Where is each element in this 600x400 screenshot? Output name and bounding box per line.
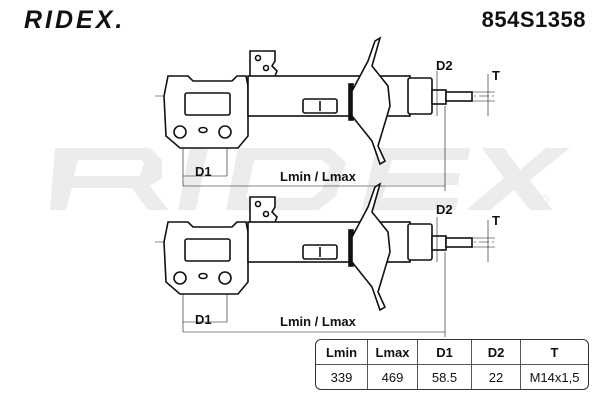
t-label: T bbox=[492, 213, 500, 228]
d1-label: D1 bbox=[195, 312, 212, 327]
d2-label: D2 bbox=[436, 202, 453, 217]
header-t: T bbox=[521, 340, 588, 365]
spec-table: Lmin Lmax D1 D2 T 339 469 58.5 22 M14x1,… bbox=[315, 339, 589, 390]
brand-logo: RIDEX. bbox=[24, 6, 126, 34]
length-label: Lmin / Lmax bbox=[280, 169, 357, 184]
d2-label: D2 bbox=[436, 58, 453, 73]
value-lmin: 339 bbox=[316, 365, 368, 389]
header-lmin: Lmin bbox=[316, 340, 368, 365]
value-d2: 22 bbox=[472, 365, 521, 389]
d1-label: D1 bbox=[195, 164, 212, 179]
strut-drawing-bottom: D2 T D1 Lmin / Lmax bbox=[154, 183, 500, 338]
header-lmax: Lmax bbox=[368, 340, 418, 365]
part-number: 854S1358 bbox=[481, 7, 586, 32]
value-lmax: 469 bbox=[368, 365, 418, 389]
t-label: T bbox=[492, 68, 500, 83]
header-d1: D1 bbox=[418, 340, 472, 365]
spec-header-row: Lmin Lmax D1 D2 T bbox=[316, 340, 588, 365]
value-t: M14x1,5 bbox=[529, 369, 580, 385]
header-d2: D2 bbox=[472, 340, 521, 365]
strut-drawing-top: D2 T D1 Lmin / Lmax bbox=[154, 37, 500, 192]
spec-value-row: 339 469 58.5 22 M14x1,5 bbox=[316, 365, 588, 389]
length-label: Lmin / Lmax bbox=[280, 314, 357, 329]
value-d1: 58.5 bbox=[418, 365, 472, 389]
